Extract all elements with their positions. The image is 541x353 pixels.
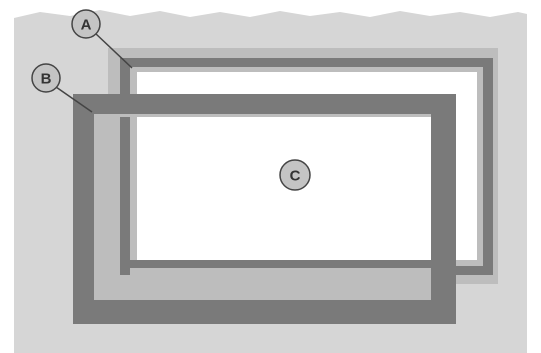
callout-c: C	[279, 159, 311, 191]
callout-b-leader	[55, 86, 93, 113]
overlap-region-c	[137, 117, 431, 260]
callout-b: B	[31, 63, 61, 93]
callout-a: A	[71, 9, 101, 39]
callout-a-leader	[94, 32, 133, 69]
callout-b-badge	[31, 63, 61, 93]
callout-a-label: A	[81, 17, 92, 34]
callout-c-badge	[279, 159, 311, 191]
callout-a-badge	[71, 9, 101, 39]
callout-c-label: C	[290, 168, 301, 185]
frame-a-band-left	[120, 117, 130, 275]
frame-a-lip-bottom	[130, 268, 431, 275]
callout-b-label: B	[41, 71, 52, 88]
frame-a-lip-left	[130, 117, 137, 260]
frame-a-band-visible	[130, 260, 431, 268]
